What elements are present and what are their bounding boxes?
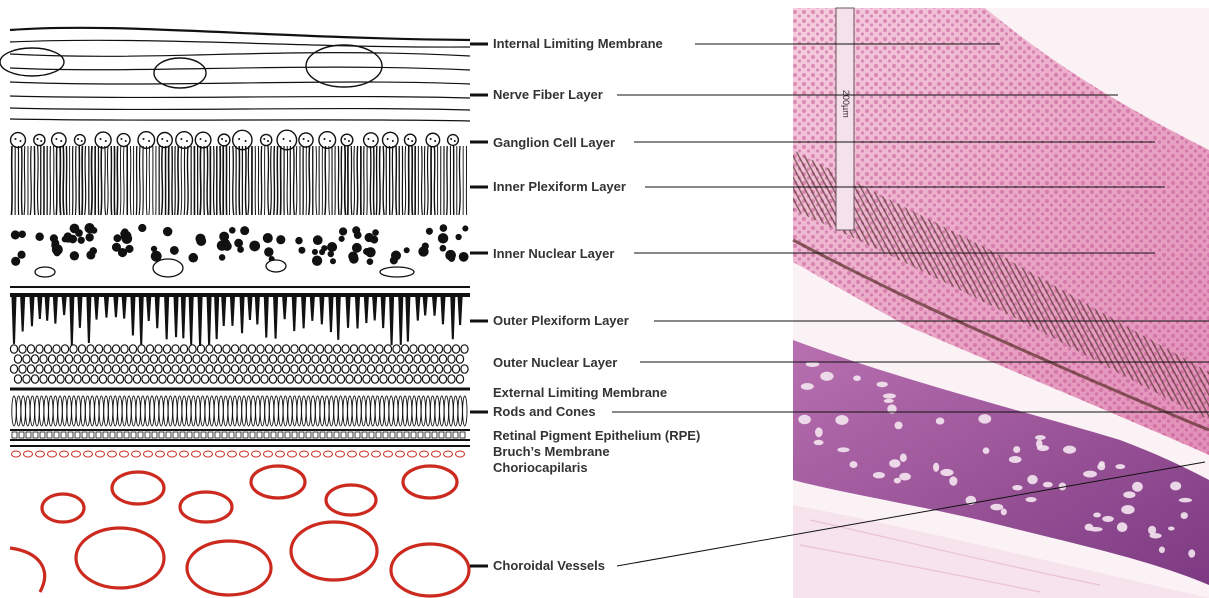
- outer-plexiform-layer-drawing: [10, 287, 470, 346]
- label-rpe: Retinal Pigment Epithelium (RPE): [493, 428, 700, 443]
- scale-bar: 200µm: [836, 8, 854, 230]
- label-ganglion-cell-layer: Ganglion Cell Layer: [493, 135, 615, 150]
- choroidal-vessels-drawing: [10, 466, 469, 596]
- ganglion-cell-layer-drawing: [11, 130, 459, 150]
- scale-bar-label: 200µm: [841, 90, 851, 118]
- inner-nuclear-layer-drawing: [11, 223, 469, 277]
- histology-micrograph: 200µm: [793, 8, 1209, 598]
- label-outer-nuclear-layer: Outer Nuclear Layer: [493, 355, 617, 370]
- schematic-illustration: [0, 28, 470, 596]
- label-internal-limiting-membrane: Internal Limiting Membrane: [493, 36, 663, 51]
- label-choroidal-vessels: Choroidal Vessels: [493, 558, 605, 573]
- inner-plexiform-layer-drawing: [11, 146, 466, 215]
- label-nerve-fiber-layer: Nerve Fiber Layer: [493, 87, 603, 102]
- choriocapillaris-drawing: [12, 451, 465, 457]
- label-inner-nuclear-layer: Inner Nuclear Layer: [493, 246, 614, 261]
- rpe-drawing: [10, 430, 470, 446]
- label-external-limiting-membrane: External Limiting Membrane: [493, 385, 667, 400]
- rods-and-cones-drawing: [12, 396, 467, 426]
- label-outer-plexiform-layer: Outer Plexiform Layer: [493, 313, 629, 328]
- label-choriocapilaris: Choriocapilaris: [493, 460, 588, 475]
- nerve-fiber-layer-drawing: [0, 28, 470, 121]
- label-rods-and-cones: Rods and Cones: [493, 404, 596, 419]
- layer-labels: Internal Limiting Membrane Nerve Fiber L…: [493, 36, 700, 573]
- label-inner-plexiform-layer: Inner Plexiform Layer: [493, 179, 626, 194]
- label-bruchs-membrane: Bruch’s Membrane: [493, 444, 610, 459]
- outer-nuclear-layer-drawing: [10, 345, 468, 383]
